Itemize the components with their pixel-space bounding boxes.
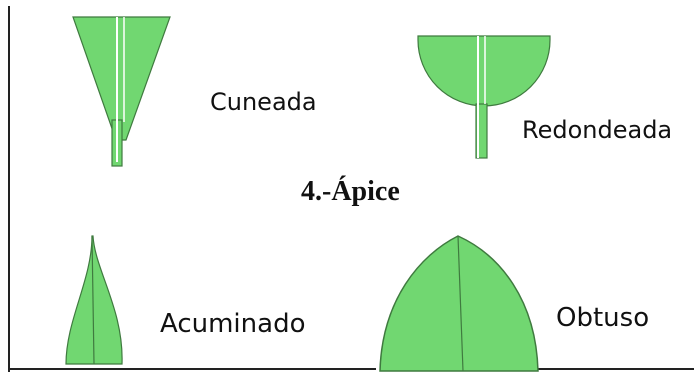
acuminado-leaf [65,235,123,365]
label-redondeada: Redondeada [522,116,673,144]
obtuso-leaf [379,235,539,372]
label-cuneada: Cuneada [210,88,317,116]
diagram-title: 4.-Ápice [301,176,400,207]
label-acuminado: Acuminado [160,309,306,339]
label-obtuso: Obtuso [556,303,650,333]
cuneada-leaf [72,16,171,167]
redondeada-leaf [417,35,551,159]
